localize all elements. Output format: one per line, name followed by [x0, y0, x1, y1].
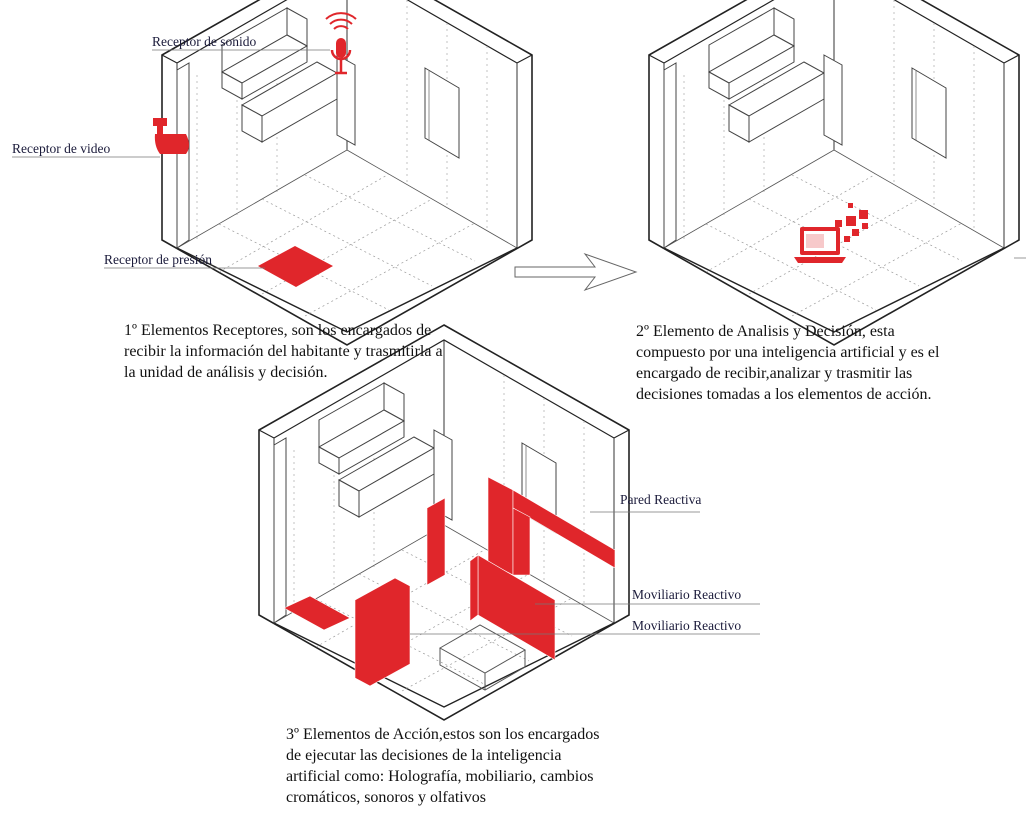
laptop-ai-icon	[794, 203, 868, 263]
label-pressure-receptor: Receptor de presión	[104, 252, 212, 267]
reactive-furniture-2	[283, 577, 411, 687]
pressure-sensor-pad	[258, 246, 333, 287]
caption-line: 2º Elemento de Analisis y Decisión, esta	[636, 323, 895, 340]
bench-outline	[438, 624, 527, 691]
caption-line: encargado de recibir,analizar y trasmiti…	[636, 365, 913, 382]
label-reactive-wall: Pared Reactiva	[620, 492, 702, 507]
label-reactive-furniture-2: Moviliario Reactivo	[632, 618, 742, 633]
caption-step-2: 2º Elemento de Analisis y Decisión, esta…	[636, 321, 939, 405]
label-video-receptor: Receptor de video	[12, 141, 111, 156]
caption-line: la unidad de análisis y decisión.	[124, 364, 328, 381]
caption-line: decisiones tomadas a los elementos de ac…	[636, 386, 932, 403]
label-reactive-furniture-1: Moviliario Reactivo	[632, 587, 742, 602]
room-3-action	[258, 324, 760, 721]
arrow-icon	[514, 252, 638, 292]
label-sound-receptor: Receptor de sonido	[152, 34, 257, 49]
caption-line: recibir la información del habitante y t…	[124, 343, 443, 360]
caption-step-1: 1º Elementos Receptores, son los encarga…	[124, 320, 443, 383]
security-camera-icon	[153, 118, 189, 154]
caption-line: artificial como: Holografía, mobiliario,…	[286, 768, 594, 785]
caption-line: cromáticos, sonoros y olfativos	[286, 789, 486, 806]
caption-line: de ejecutar las decisiones de la intelig…	[286, 747, 562, 764]
caption-line: 3º Elementos de Acción,estos son los enc…	[286, 726, 600, 743]
caption-line: compuesto por una inteligencia artificia…	[636, 344, 940, 361]
room-2-analysis	[648, 0, 1020, 346]
room-1-receptors	[12, 0, 533, 346]
caption-step-3: 3º Elementos de Acción,estos son los enc…	[286, 724, 600, 808]
caption-line: 1º Elementos Receptores, son los encarga…	[124, 322, 432, 339]
microphone-icon	[325, 12, 357, 75]
reactive-wall-panel	[426, 476, 616, 586]
